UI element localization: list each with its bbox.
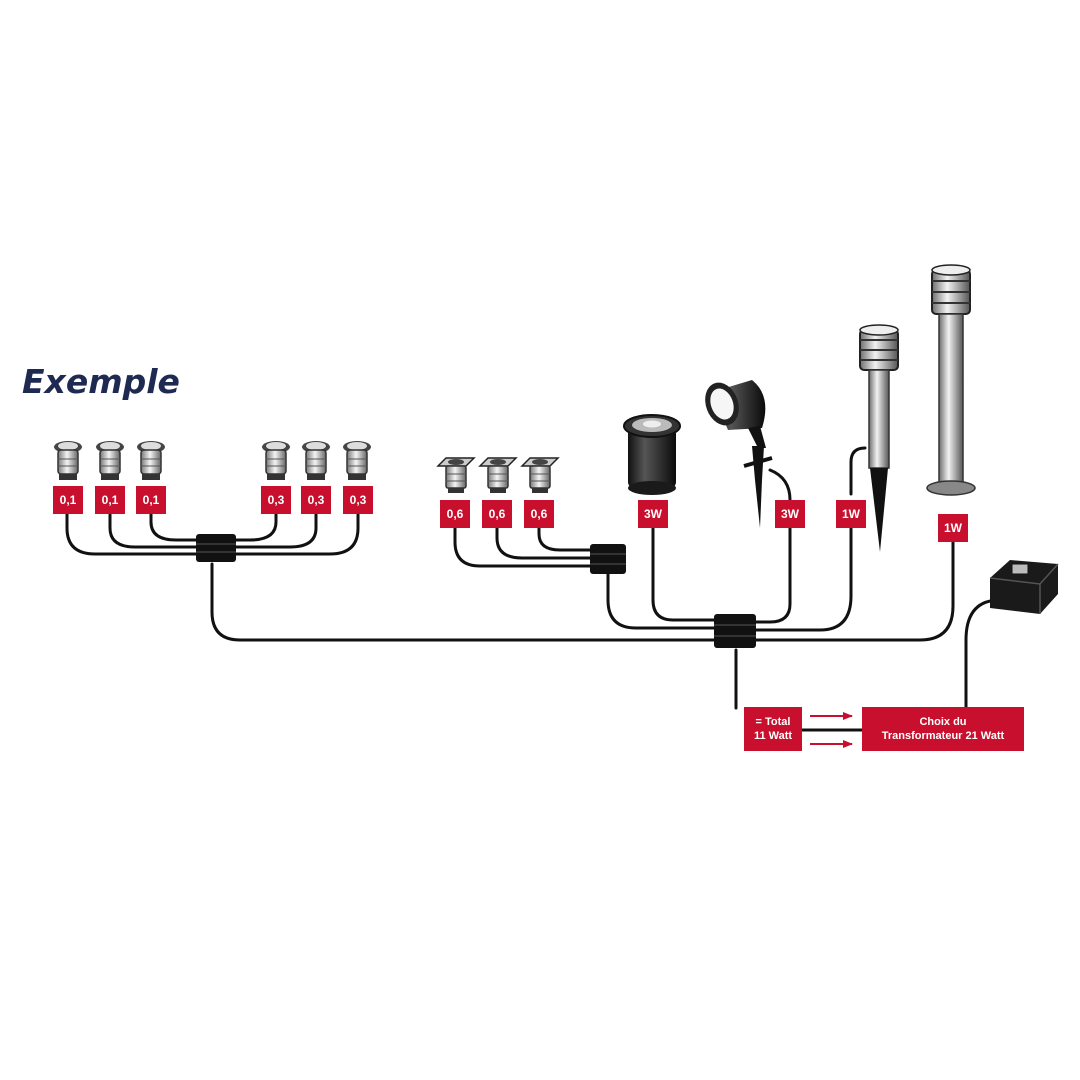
recessed-spot-light-icon: [261, 440, 291, 481]
watt-label: 0,6: [524, 500, 554, 528]
transformer-choice-box: Choix du Transformateur 21 Watt: [862, 707, 1024, 751]
total-line-2: 11 Watt: [753, 730, 793, 742]
recessed-spot-light-icon: [301, 440, 331, 481]
watt-label: 0,1: [136, 486, 166, 514]
spike-spotlight-icon: [705, 380, 773, 528]
recessed-spot-light-icon: [95, 440, 125, 481]
connector-block: [196, 534, 236, 562]
recessed-spot-light-icon: [342, 440, 372, 481]
tall-bollard-icon: [926, 264, 976, 496]
transformer-icon: [989, 560, 1059, 614]
recessed-spot-light-icon: [53, 440, 83, 481]
square-deck-light-icon: [521, 457, 559, 494]
watt-label: 0,3: [261, 486, 291, 514]
transformer-line-2: Transformateur 21 Watt: [881, 730, 1005, 742]
watt-label: 0,6: [482, 500, 512, 528]
watt-label: 3W: [638, 500, 668, 528]
recessed-spot-light-icon: [136, 440, 166, 481]
connector-block: [590, 544, 626, 574]
watt-label: 1W: [938, 514, 968, 542]
arrows: [810, 712, 853, 748]
watt-label: 1W: [836, 500, 866, 528]
diagram-title: Exemple: [22, 362, 180, 401]
watt-label: 0,3: [343, 486, 373, 514]
cables: [65, 446, 1002, 732]
watt-label: 0,1: [95, 486, 125, 514]
connector-block: [714, 614, 756, 648]
total-line-1: = Total: [755, 716, 791, 728]
watt-label: 0,1: [53, 486, 83, 514]
short-bollard-icon: [859, 324, 899, 552]
square-deck-light-icon: [437, 457, 475, 494]
ground-uplight-icon: [623, 414, 681, 495]
transformer-line-1: Choix du: [919, 716, 967, 728]
watt-label: 0,3: [301, 486, 331, 514]
watt-label: 3W: [775, 500, 805, 528]
connector-blocks: [196, 534, 756, 648]
square-deck-light-icon: [479, 457, 517, 494]
watt-label: 0,6: [440, 500, 470, 528]
total-watt-box: = Total 11 Watt: [744, 707, 802, 751]
